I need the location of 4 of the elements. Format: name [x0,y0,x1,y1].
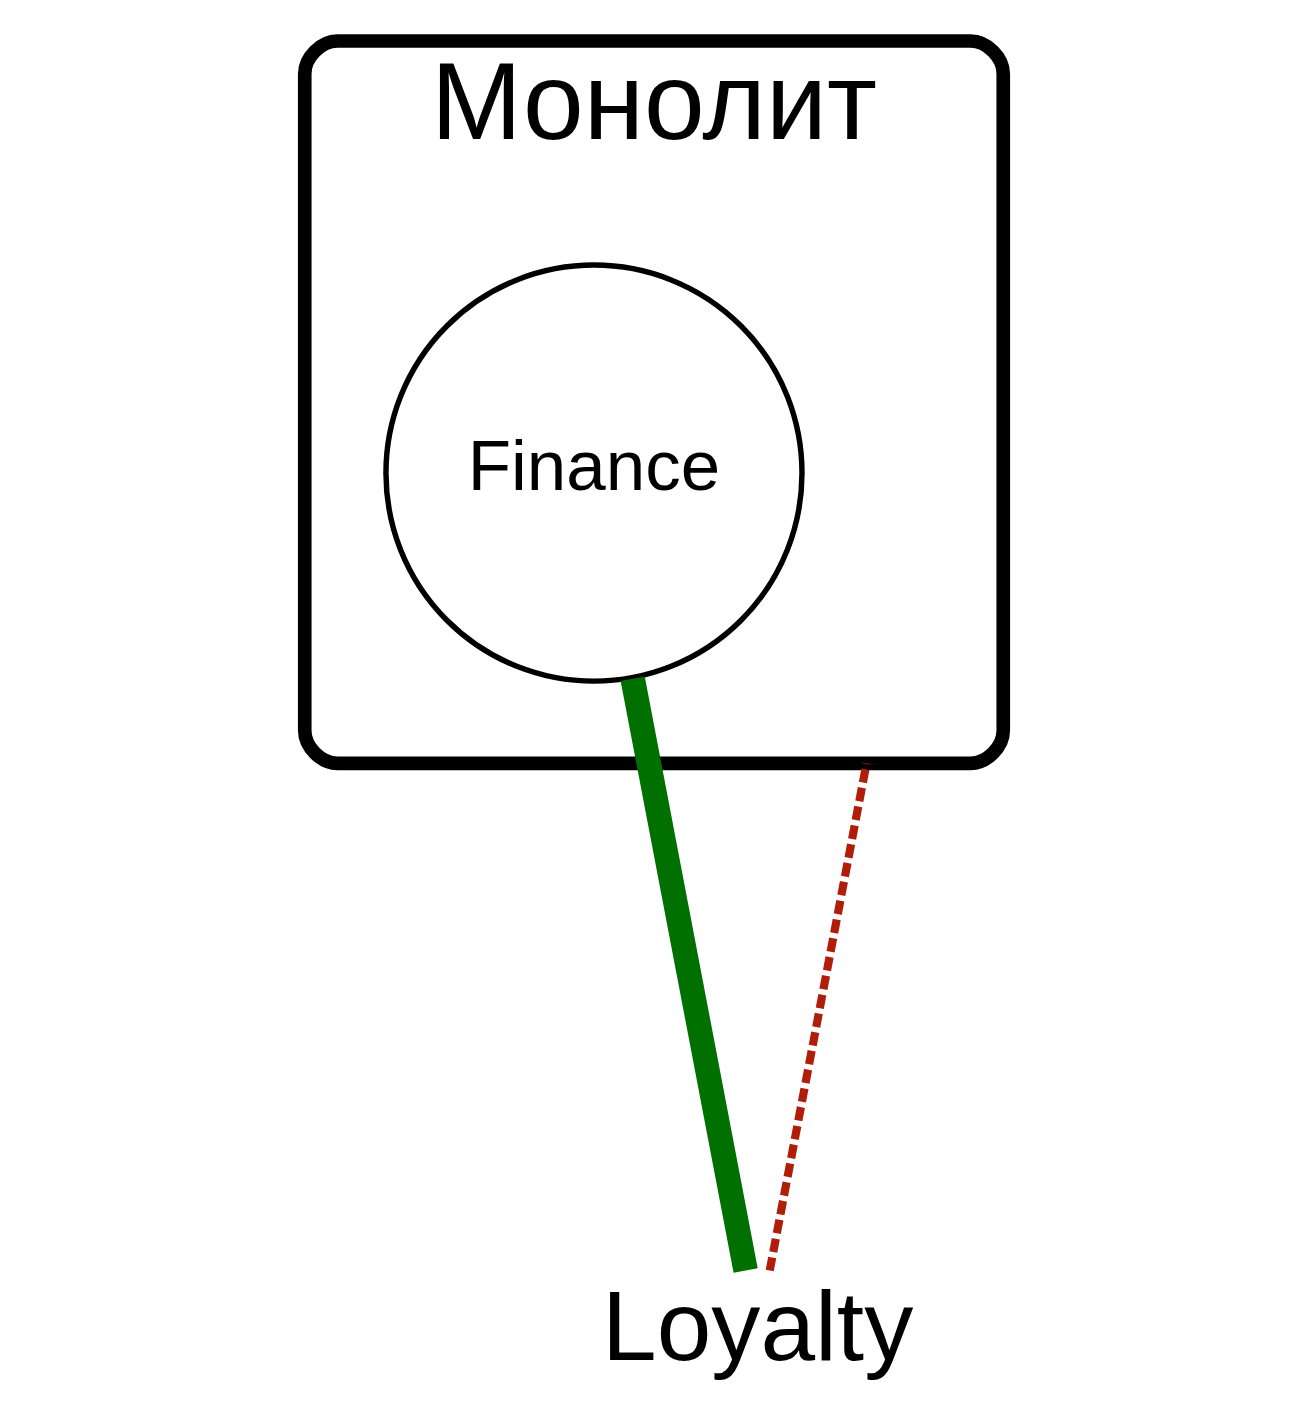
node-circle: Finance [382,262,805,684]
connector [620,676,758,1273]
node-text: Loyalty [601,1271,913,1382]
connector [765,762,871,1272]
